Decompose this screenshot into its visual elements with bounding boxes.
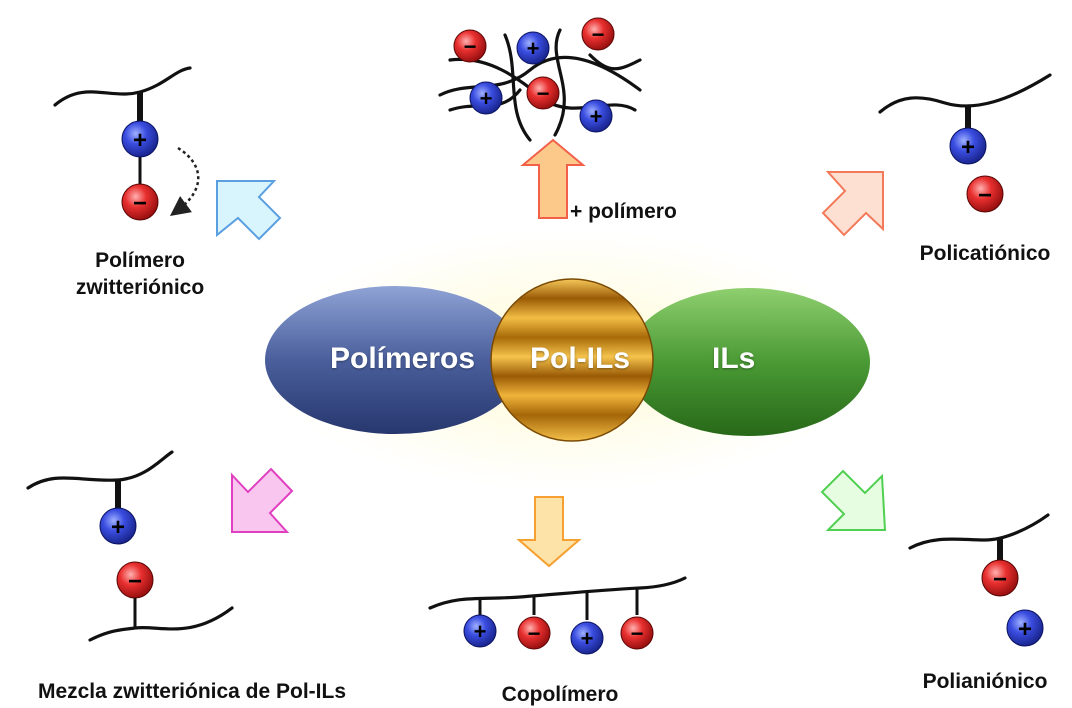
- anion: −: [453, 29, 487, 63]
- anion: −: [526, 76, 560, 110]
- polymer-chain: [503, 33, 532, 142]
- zwitterionic-blend-label: Mezcla zwitteriónica de Pol-ILs: [37, 680, 347, 703]
- svg-text:−: −: [978, 182, 992, 209]
- copolymer-illustration: + − + −: [428, 576, 687, 655]
- svg-text:−: −: [537, 81, 550, 106]
- polycationic-label: Policatiónico: [919, 242, 1051, 265]
- svg-text:+: +: [480, 86, 493, 111]
- cation: +: [579, 99, 613, 133]
- svg-text:+: +: [581, 626, 594, 651]
- ils-ellipse: [626, 288, 870, 436]
- polymer-chain: [26, 450, 174, 490]
- anion: −: [581, 17, 615, 51]
- svg-text:+: +: [133, 127, 147, 154]
- arrow-up-left: [216, 180, 282, 241]
- polils-label: Pol-ILs: [530, 342, 631, 375]
- svg-text:−: −: [128, 568, 142, 595]
- cation: +: [570, 621, 604, 655]
- cation: +: [469, 81, 503, 115]
- anion: −: [966, 175, 1004, 213]
- polymer-chain: [53, 66, 192, 107]
- arrow-down-left: [231, 467, 294, 533]
- cation: +: [1006, 609, 1044, 647]
- svg-text:−: −: [133, 190, 147, 217]
- anion: −: [620, 616, 654, 650]
- svg-text:−: −: [592, 22, 605, 47]
- svg-text:−: −: [528, 621, 541, 646]
- svg-text:−: −: [631, 621, 644, 646]
- svg-text:−: −: [993, 566, 1007, 593]
- ils-label: ILs: [712, 342, 756, 375]
- arrow-up: [520, 138, 586, 219]
- arrow-down: [516, 496, 582, 568]
- anion: −: [981, 559, 1019, 597]
- arrow-down-right: [820, 469, 887, 531]
- cation: +: [463, 614, 497, 648]
- anion: −: [116, 561, 154, 599]
- zwitterionic-blend-illustration: + −: [26, 450, 234, 642]
- polymer-chain: [428, 576, 687, 610]
- polymers-ellipse: [265, 286, 525, 434]
- polils-circle: [490, 278, 654, 442]
- polymers-label: Polímeros: [330, 342, 476, 375]
- svg-text:+: +: [1018, 616, 1032, 643]
- cation: +: [516, 31, 550, 65]
- dotted-arrow: [169, 146, 200, 216]
- arrow-up-right: [821, 171, 884, 237]
- svg-text:+: +: [590, 104, 603, 129]
- copolymer-label: Copolímero: [501, 683, 619, 706]
- svg-text:+: +: [474, 619, 487, 644]
- zwitterionic-polymer-label-line2: zwitteriónico: [75, 276, 205, 299]
- polymer-chain: [88, 606, 234, 642]
- polymer-chain: [878, 73, 1052, 114]
- anion: −: [517, 616, 551, 650]
- svg-text:+: +: [961, 134, 975, 161]
- zwitterionic-polymer-label: Polímero zwitteriónico: [40, 247, 240, 301]
- polyanionic-illustration: − +: [908, 513, 1050, 647]
- center-group: [265, 278, 870, 442]
- polycationic-illustration: + −: [878, 73, 1052, 213]
- polymer-chain: [438, 55, 642, 97]
- polyanionic-label: Polianiónico: [922, 670, 1048, 693]
- cation: +: [99, 507, 137, 545]
- zwitterionic-polymer-illustration: + −: [53, 66, 200, 221]
- svg-text:+: +: [527, 36, 540, 61]
- svg-text:−: −: [464, 34, 477, 59]
- polymer-chain: [908, 513, 1050, 550]
- polymer-chain: [553, 28, 566, 137]
- cation: +: [949, 127, 987, 165]
- plus-polymer-label: + polímero: [570, 200, 677, 223]
- zwitterionic-polymer-label-line1: Polímero: [95, 249, 185, 272]
- polymer-chain: [588, 53, 642, 71]
- cation: +: [121, 120, 159, 158]
- anion: −: [121, 183, 159, 221]
- svg-text:+: +: [111, 514, 125, 541]
